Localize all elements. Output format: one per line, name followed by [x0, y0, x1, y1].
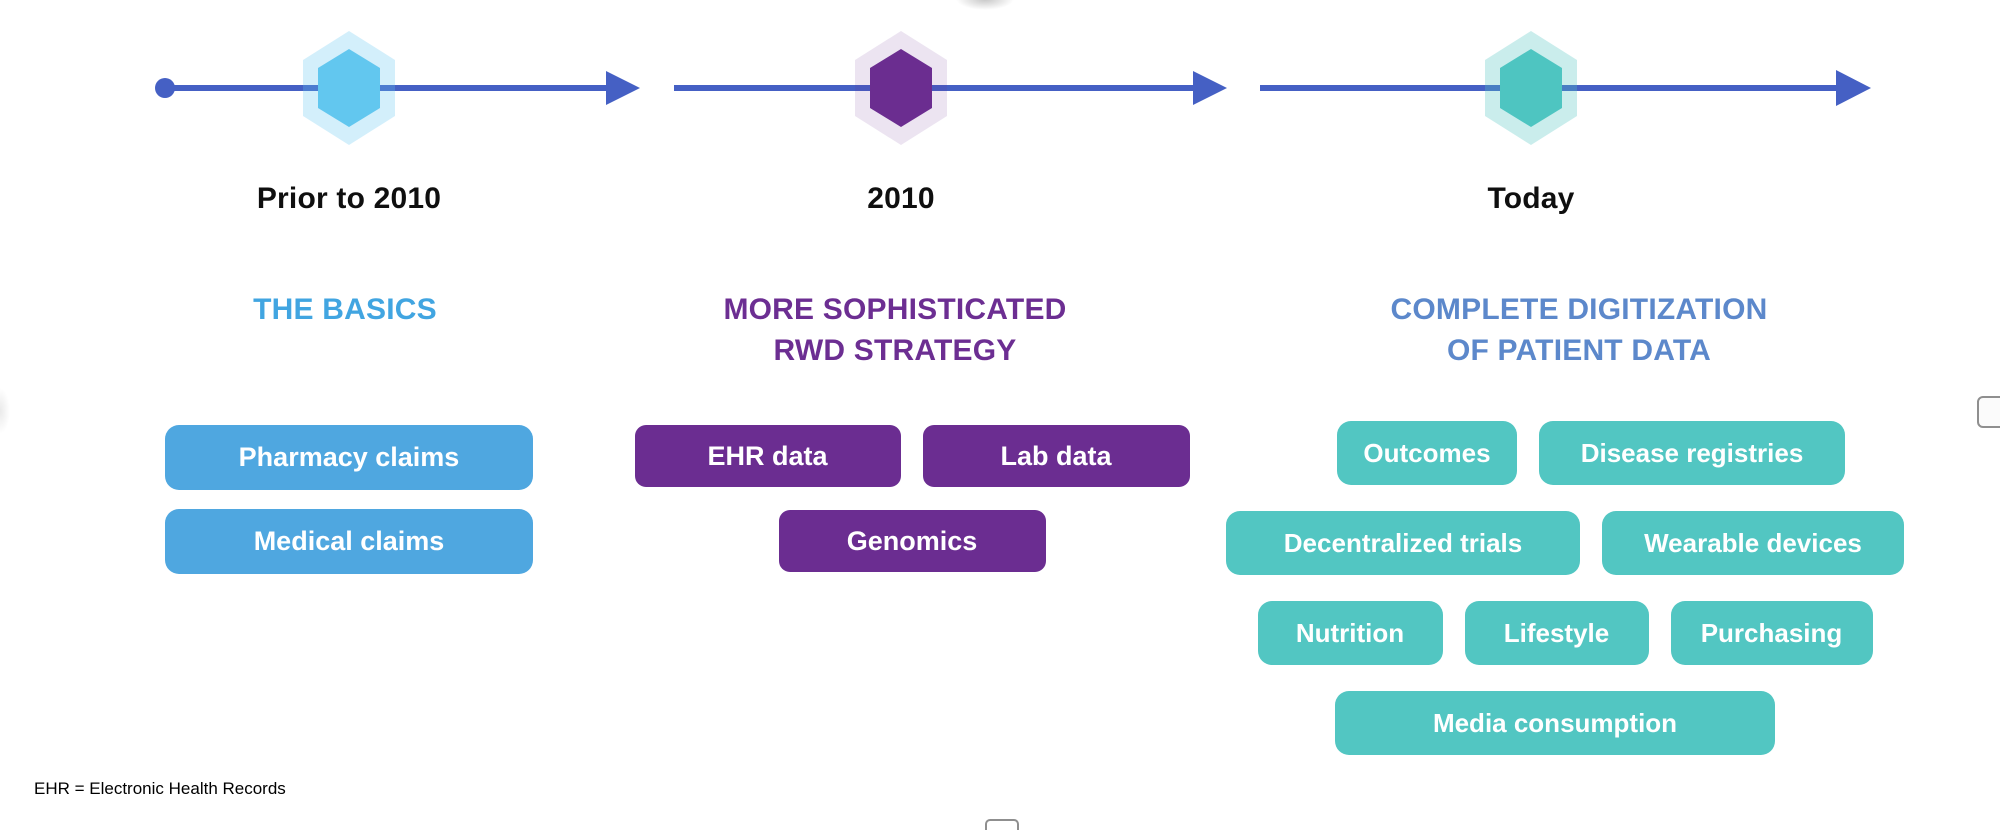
- period-label-prior-2010: Prior to 2010: [256, 182, 442, 215]
- period-label-2010: 2010: [867, 182, 935, 215]
- pill-decentralized-trials: Decentralized trials: [1226, 511, 1580, 575]
- hexagon-marker-2010: [870, 49, 932, 127]
- stage-title-line: OF PATIENT DATA: [1446, 334, 1712, 367]
- pill-pharmacy-claims: Pharmacy claims: [165, 425, 533, 490]
- partial-ui-artifact-top: [956, 0, 1014, 10]
- partial-control-right[interactable]: [1977, 396, 2000, 428]
- arrow-right-icon: [1836, 70, 1871, 106]
- footnote-ehr-definition: EHR = Electronic Health Records: [34, 779, 286, 798]
- pill-purchasing: Purchasing: [1670, 601, 1873, 665]
- hexagon-marker-prior-2010: [318, 49, 380, 127]
- pill-lab-data: Lab data: [922, 425, 1190, 487]
- pill-group-2010: EHR data Lab data Genomics: [612, 425, 1212, 572]
- period-label-today: Today: [1487, 182, 1575, 215]
- stage-title-line: MORE SOPHISTICATED: [723, 293, 1067, 326]
- pill-group-prior-2010: Pharmacy claims Medical claims: [99, 425, 599, 574]
- pill-nutrition: Nutrition: [1257, 601, 1443, 665]
- pill-ehr-data: EHR data: [634, 425, 901, 487]
- stage-title-the-basics: THE BASICS: [45, 289, 645, 330]
- timeline-start-dot-icon: [155, 78, 175, 98]
- stage-title-rwd-strategy: MORE SOPHISTICATED RWD STRATEGY: [595, 289, 1195, 371]
- partial-ui-artifact-left: [0, 388, 10, 434]
- timeline-graphic: [155, 31, 1871, 145]
- arrow-right-icon: [1193, 71, 1227, 105]
- hexagon-marker-today: [1500, 49, 1562, 127]
- pill-outcomes: Outcomes: [1337, 421, 1517, 485]
- pill-medical-claims: Medical claims: [165, 509, 533, 574]
- pill-disease-registries: Disease registries: [1539, 421, 1845, 485]
- pill-wearable-devices: Wearable devices: [1602, 511, 1904, 575]
- stage-title-line: THE BASICS: [253, 293, 437, 326]
- stage-title-digitization: COMPLETE DIGITIZATION OF PATIENT DATA: [1279, 289, 1879, 371]
- pill-group-today: Outcomes Disease registries Decentralize…: [1215, 421, 1915, 755]
- pill-genomics: Genomics: [778, 510, 1046, 572]
- stage-title-line: COMPLETE DIGITIZATION: [1390, 293, 1768, 326]
- stage-title-line: RWD STRATEGY: [773, 334, 1017, 367]
- pill-lifestyle: Lifestyle: [1464, 601, 1649, 665]
- pill-media-consumption: Media consumption: [1335, 691, 1775, 755]
- partial-control-bottom[interactable]: [985, 819, 1019, 830]
- arrow-right-icon: [606, 71, 640, 105]
